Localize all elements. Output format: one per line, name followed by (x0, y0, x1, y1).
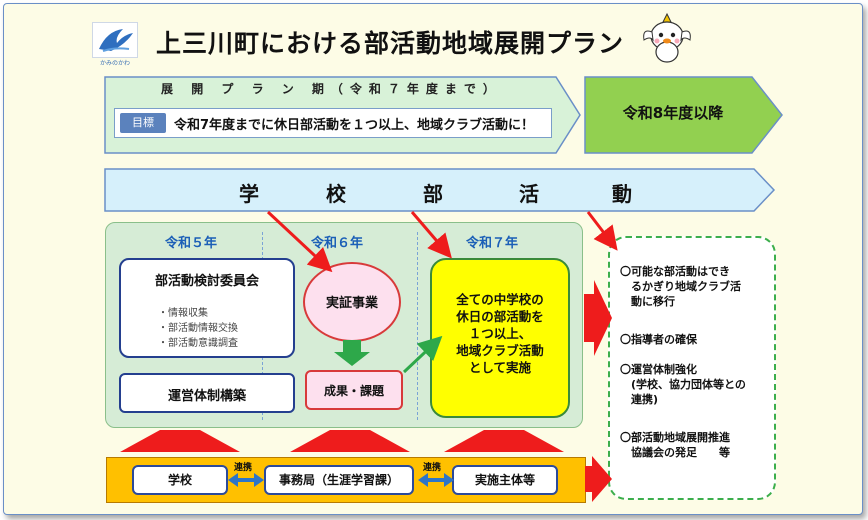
r7-goal-line: 地域クラブ活動 (456, 343, 544, 358)
committee-item: ・部活動情報交換 (158, 323, 238, 334)
club-char-5: 動 (612, 182, 632, 206)
implementer-box: 実施主体等 (452, 465, 558, 495)
future-item-2: 〇指導者の確保 (620, 332, 697, 347)
club-char-1: 学 (239, 182, 259, 206)
future-item-line: (学校、協力団体等との (620, 378, 746, 391)
up-arrow-icon (290, 430, 410, 452)
future-period-arrow (584, 76, 783, 154)
results-label: 成果・課題 (323, 384, 384, 398)
mascot-icon (643, 12, 691, 63)
club-char-4: 活 (519, 182, 539, 206)
arrow-to-demo (266, 210, 333, 273)
goal-box (114, 108, 552, 138)
page-title: 上三川町における部活動地域展開プラン (156, 29, 625, 58)
goal-tag: 目標 (120, 113, 166, 133)
future-item-1: 〇可能な部活動はでき るかぎり地域クラブ活 動に移行 (620, 264, 741, 309)
r7-goal-line: １つ以上、 (468, 326, 532, 341)
logo-caption: かみのかわ (99, 60, 130, 67)
right-arrow-icon (585, 456, 612, 502)
year-divider (417, 232, 418, 420)
results-box (305, 370, 403, 410)
r7-goal-box (430, 258, 570, 418)
committee-item: ・情報収集 (158, 308, 208, 319)
up-arrow-icon (120, 430, 240, 452)
arrow-to-future (586, 211, 618, 251)
club-char-2: 校 (326, 182, 346, 206)
down-arrow-icon (334, 340, 370, 366)
future-item-3: 〇運営体制強化 (学校、協力団体等との 連携) (620, 362, 746, 407)
school-box: 学校 (132, 465, 228, 495)
year-label-r7: 令和７年 (466, 236, 519, 251)
future-item-line: 〇運営体制強化 (620, 363, 697, 376)
bidirectional-arrow-icon (418, 473, 454, 487)
future-actions-box (608, 236, 776, 500)
future-item-line: 協議会の発足 等 (620, 446, 730, 459)
link-label: 連携 (234, 463, 253, 473)
committee-box (119, 258, 295, 358)
town-logo (92, 22, 138, 58)
committee-title: 部活動検討委員会 (154, 274, 259, 289)
r7-goal-line: 休日の部活動を (456, 309, 544, 324)
plan-period-label: 展 開 プ ラ ン 期（令和７年度まで） (161, 82, 502, 96)
r7-goal-line: 全ての中学校の (456, 292, 544, 307)
future-item-line: 連携) (620, 393, 659, 406)
committee-item: ・部活動意識調査 (158, 338, 238, 349)
arrow-to-r7 (410, 211, 452, 259)
future-item-line: 〇指導者の確保 (620, 333, 697, 346)
arrow-results-to-r7 (402, 335, 443, 374)
bidirectional-arrow-icon (228, 473, 264, 487)
year-label-r5: 令和５年 (165, 236, 218, 251)
future-item-line: るかぎり地域クラブ活 (620, 280, 741, 293)
secretariat-box: 事務局（生涯学習課） (264, 465, 414, 495)
goal-text: 令和7年度までに休日部活動を１つ以上、地域クラブ活動に！ (174, 118, 535, 133)
r7-goal-line: として実施 (468, 360, 532, 375)
up-arrow-icon (444, 430, 564, 452)
club-char-3: 部 (423, 182, 443, 206)
future-item-4: 〇部活動地域展開推進 協議会の発足 等 (620, 430, 730, 460)
demo-project-label: 実証事業 (325, 296, 378, 311)
right-arrow-icon (584, 280, 612, 356)
system-build-box (119, 373, 295, 413)
future-item-line: 〇可能な部活動はでき (620, 265, 730, 278)
future-period-label: 令和8年度以降 (622, 104, 724, 122)
club-activities-arrow (104, 168, 776, 212)
system-build-label: 運営体制構築 (167, 389, 246, 404)
future-item-line: 〇部活動地域展開推進 (620, 431, 730, 444)
future-item-line: 動に移行 (620, 295, 675, 308)
link-label: 連携 (423, 463, 442, 473)
logo-bird-icon (99, 29, 133, 52)
demo-project-ellipse (303, 262, 401, 342)
